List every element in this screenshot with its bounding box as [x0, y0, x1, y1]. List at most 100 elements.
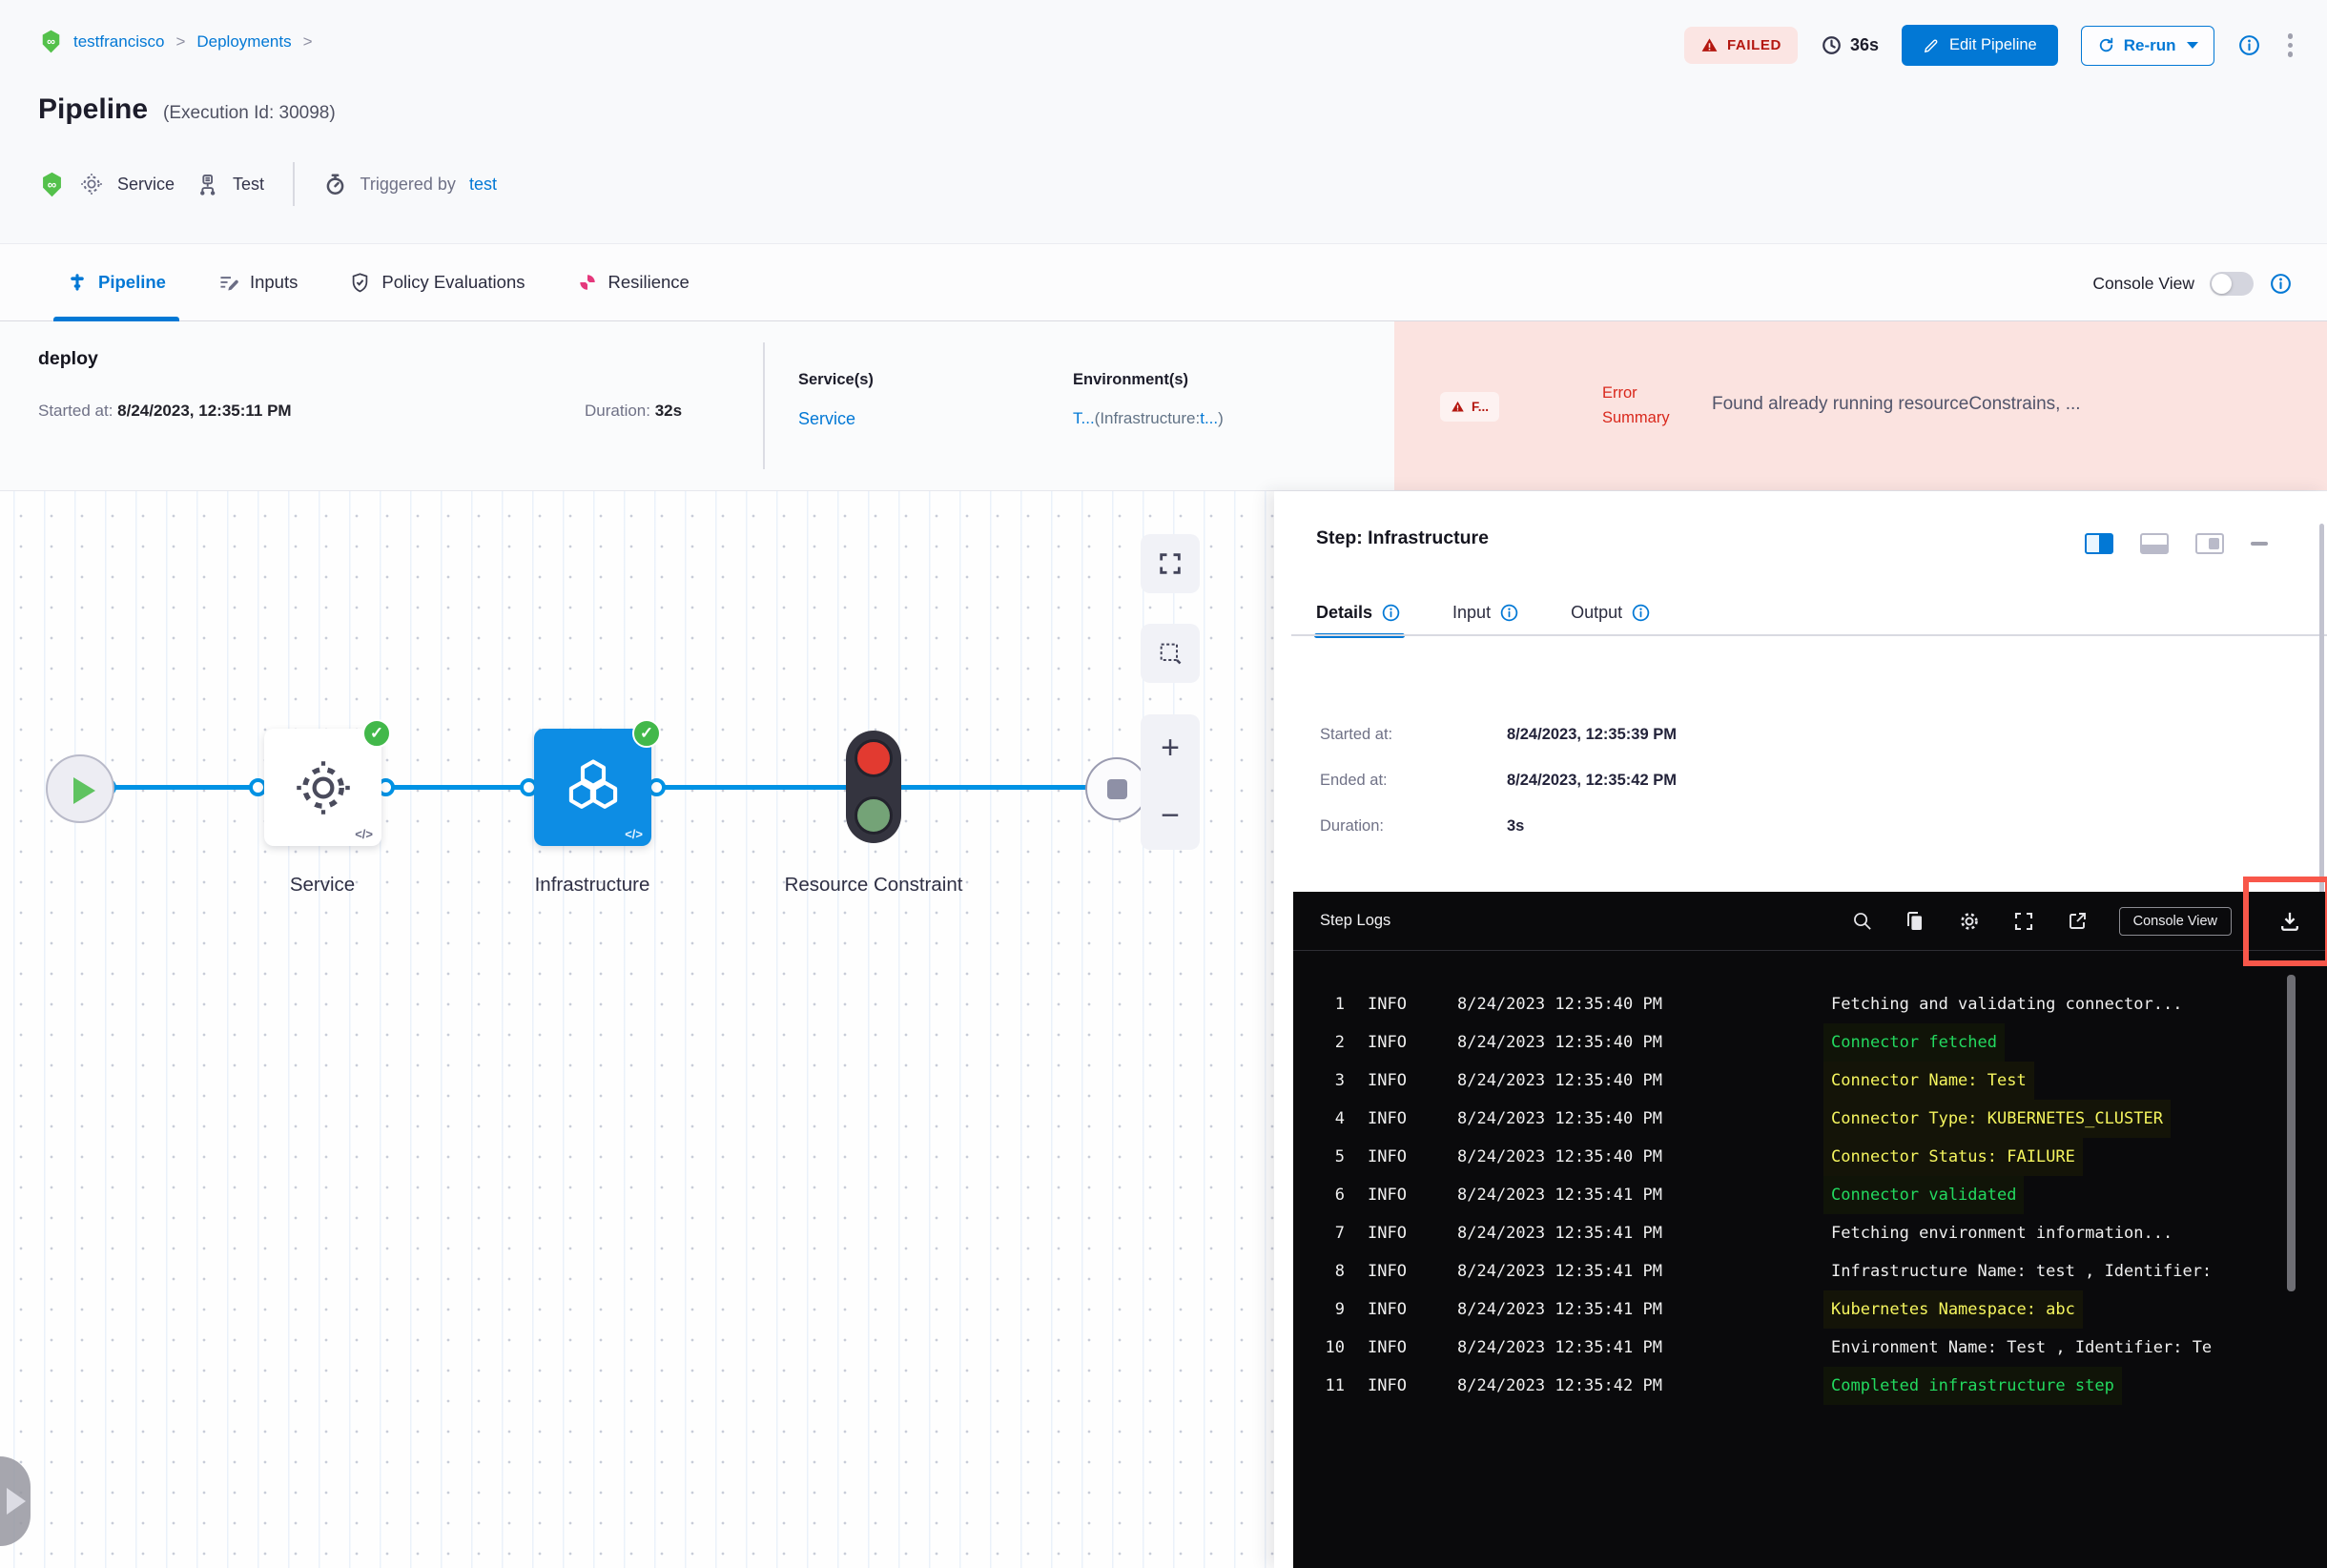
search-icon[interactable] [1851, 910, 1873, 932]
environment-link[interactable]: T... [1073, 409, 1095, 427]
error-summary-label: Error Summary [1602, 381, 1670, 430]
info-icon[interactable] [2237, 33, 2261, 57]
left-panel-expand-handle[interactable] [0, 1456, 31, 1546]
chevron-right-icon [7, 1488, 26, 1515]
tab-pipeline[interactable]: Pipeline [53, 244, 179, 321]
log-console-view-button[interactable]: Console View [2118, 906, 2232, 936]
log-settings-gear-icon[interactable] [1957, 909, 1982, 934]
environments-value[interactable]: T...(Infrastructure:t...) [1073, 409, 1224, 428]
step-details-panel: Step: Infrastructure Details Input Out [1274, 491, 2327, 1568]
divider [293, 162, 295, 206]
node-resource-constraint[interactable] [846, 731, 901, 843]
canvas-zoom-controls: + − [1141, 714, 1200, 850]
canvas-fullscreen-button[interactable] [1141, 534, 1200, 593]
clock-icon [1821, 34, 1843, 56]
breadcrumb-deployments-link[interactable]: Deployments [196, 31, 292, 51]
breadcrumb-separator: > [302, 31, 313, 51]
pencil-icon [1923, 37, 1940, 54]
traffic-light-green [855, 796, 893, 835]
environment-infra-suffix: ) [1218, 409, 1224, 427]
tab-policy-evaluations[interactable]: Policy Evaluations [336, 244, 538, 320]
panel-scrollbar[interactable] [2319, 524, 2324, 907]
inputs-icon [217, 272, 239, 294]
traffic-light-red [855, 739, 893, 777]
open-in-new-icon[interactable] [2066, 910, 2089, 933]
log-scrollbar[interactable] [2287, 975, 2296, 1291]
rerun-button[interactable]: Re-run [2080, 25, 2214, 66]
console-view-toggle[interactable] [2210, 271, 2254, 296]
node-infrastructure[interactable]: ✓ </> [534, 719, 661, 846]
chevron-down-icon [2186, 42, 2198, 49]
breadcrumb-project-link[interactable]: testfrancisco [73, 31, 165, 51]
end-node[interactable] [1085, 757, 1148, 820]
zoom-out-button[interactable]: − [1161, 797, 1180, 834]
shield-check-icon [349, 272, 371, 294]
console-view-label: Console View [2092, 273, 2194, 293]
tab-details[interactable]: Details [1313, 590, 1406, 638]
download-logs-button[interactable] [2262, 892, 2317, 951]
info-icon[interactable] [1631, 603, 1651, 623]
detail-row-ended: Ended at: 8/24/2023, 12:35:42 PM [1320, 772, 1677, 790]
error-summary-label-line1: Error [1602, 384, 1637, 402]
start-node[interactable] [46, 754, 114, 823]
step-logs-title: Step Logs [1320, 912, 1391, 929]
edit-pipeline-button[interactable]: Edit Pipeline [1901, 25, 2058, 66]
tab-inputs-label: Inputs [249, 272, 299, 292]
warning-triangle-icon [1451, 400, 1465, 414]
infrastructure-link[interactable]: t... [1200, 409, 1219, 427]
detail-duration-value: 3s [1507, 817, 1525, 835]
service-name[interactable]: Service [117, 174, 175, 194]
info-icon[interactable] [2269, 272, 2293, 296]
stage-name[interactable]: deploy [38, 348, 98, 369]
canvas-selection-button[interactable] [1141, 624, 1200, 683]
triggered-by-label: Triggered by [360, 174, 456, 194]
page-title: Pipeline [38, 93, 149, 125]
code-glyph: </> [625, 827, 643, 841]
warning-triangle-icon [1700, 36, 1719, 54]
layout-bottom-view-button[interactable] [2140, 533, 2169, 554]
layout-right-view-button[interactable] [2085, 533, 2113, 554]
log-toolbar: Console View [1851, 892, 2327, 951]
panel-minimize-button[interactable] [2251, 542, 2268, 546]
copy-icon[interactable] [1904, 910, 1926, 933]
info-icon[interactable] [1381, 603, 1401, 623]
zoom-in-button[interactable]: + [1161, 730, 1180, 766]
layout-minimized-view-button[interactable] [2195, 533, 2224, 554]
node-service[interactable]: ✓ </> [264, 719, 391, 846]
pipeline-graph-canvas[interactable]: ✓ </> ✓ </> Service Infrastructure Resou… [0, 491, 1274, 1568]
tab-inputs[interactable]: Inputs [204, 244, 311, 320]
node-label-infrastructure: Infrastructure [534, 874, 650, 896]
harness-cd-module-icon: ∞ [38, 171, 66, 198]
stop-icon [1106, 778, 1127, 799]
info-icon[interactable] [1499, 603, 1519, 623]
environment-infra-prefix: (Infrastructure: [1094, 409, 1201, 427]
tab-details-label: Details [1316, 602, 1373, 622]
error-summary-message[interactable]: Found already running resourceConstrains… [1712, 394, 2081, 414]
started-label: Started at: [38, 402, 113, 420]
tab-output-label: Output [1571, 602, 1623, 622]
divider [1291, 634, 2327, 636]
detail-ended-value: 8/24/2023, 12:35:42 PM [1507, 772, 1677, 789]
services-value-link[interactable]: Service [798, 409, 856, 428]
environment-name[interactable]: Test [233, 174, 265, 194]
step-details-list: Started at: 8/24/2023, 12:35:39 PM Ended… [1320, 726, 1677, 863]
tab-input[interactable]: Input [1452, 590, 1519, 634]
fullscreen-icon[interactable] [2012, 910, 2035, 933]
tab-output[interactable]: Output [1571, 590, 1651, 634]
tab-resilience[interactable]: Resilience [564, 244, 703, 320]
duration-value: 32s [654, 402, 683, 420]
execution-tabbar: Pipeline Inputs Policy Evaluations Resil… [0, 243, 2327, 321]
harness-cd-logo-icon: ∞ [38, 29, 64, 54]
triggered-by-user-link[interactable]: test [468, 174, 497, 194]
step-logs-panel: Step Logs [1293, 877, 2327, 1568]
execution-id: (Execution Id: 30098) [163, 103, 336, 123]
stopwatch-icon [323, 173, 347, 196]
stage-started-at: Started at: 8/24/2023, 12:35:11 PM [38, 402, 292, 421]
started-value: 8/24/2023, 12:35:11 PM [117, 402, 292, 420]
console-view-control: Console View [2092, 244, 2293, 322]
more-options-menu[interactable] [2284, 30, 2297, 61]
